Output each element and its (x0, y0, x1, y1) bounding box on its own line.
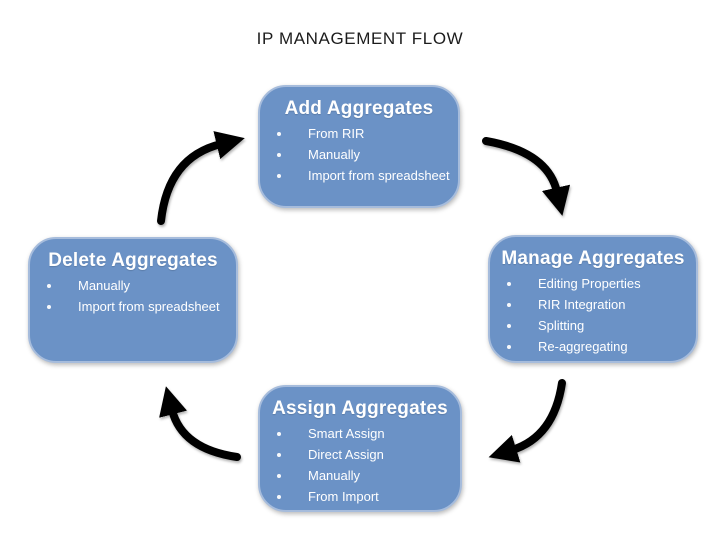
bullet-icon (507, 344, 511, 349)
bullet-icon (507, 323, 511, 328)
list-item-label: Manually (308, 468, 361, 483)
node-delete-aggregates: Delete Aggregates Manually Import from s… (28, 237, 238, 363)
list-item: Splitting (490, 319, 696, 332)
arrow-delete-to-add-icon (157, 131, 245, 225)
arrow-assign-to-delete-icon (159, 386, 241, 461)
bullet-icon (47, 304, 51, 309)
list-item-label: Re-aggregating (538, 339, 628, 354)
list-item: From Import (260, 490, 460, 503)
bullet-icon (507, 302, 511, 307)
list-item: Manually (260, 469, 460, 482)
bullet-icon (277, 152, 281, 157)
list-item: Re-aggregating (490, 340, 696, 353)
list-item: RIR Integration (490, 298, 696, 311)
arrow-manage-to-assign-icon (488, 379, 566, 463)
list-item: Editing Properties (490, 277, 696, 290)
bullet-icon (507, 281, 511, 286)
list-item: Manually (260, 148, 458, 161)
bullet-icon (277, 452, 281, 457)
list-item: Import from spreadsheet (260, 169, 458, 182)
list-item: Direct Assign (260, 448, 460, 461)
bullet-list: Manually Import from spreadsheet (30, 279, 236, 313)
list-item: Smart Assign (260, 427, 460, 440)
list-item: Manually (30, 279, 236, 292)
bullet-icon (277, 173, 281, 178)
list-item-label: From RIR (308, 126, 365, 141)
bullet-list: Smart Assign Direct Assign Manually From… (260, 427, 460, 503)
bullet-icon (277, 131, 281, 136)
list-item: Import from spreadsheet (30, 300, 236, 313)
node-title: Delete Aggregates (48, 250, 218, 271)
node-manage-aggregates: Manage Aggregates Editing Properties RIR… (488, 235, 698, 363)
arrow-add-to-manage-icon (482, 137, 571, 216)
page-title: IP MANAGEMENT FLOW (256, 29, 464, 48)
bullet-list: Editing Properties RIR Integration Split… (490, 277, 696, 353)
node-add-aggregates: Add Aggregates From RIR Manually Import … (258, 85, 460, 208)
list-item-label: Import from spreadsheet (78, 299, 220, 314)
node-title: Assign Aggregates (272, 398, 448, 419)
list-item-label: Import from spreadsheet (308, 168, 450, 183)
list-item: From RIR (260, 127, 458, 140)
node-title: Manage Aggregates (501, 248, 685, 269)
list-item-label: Manually (78, 278, 131, 293)
bullet-list: From RIR Manually Import from spreadshee… (260, 127, 458, 182)
node-assign-aggregates: Assign Aggregates Smart Assign Direct As… (258, 385, 462, 512)
list-item-label: From Import (308, 489, 379, 504)
list-item-label: Splitting (538, 318, 585, 333)
bullet-icon (47, 283, 51, 288)
list-item-label: RIR Integration (538, 297, 626, 312)
bullet-icon (277, 431, 281, 436)
list-item-label: Direct Assign (308, 447, 384, 462)
list-item-label: Manually (308, 147, 361, 162)
bullet-icon (277, 494, 281, 499)
node-title: Add Aggregates (284, 98, 434, 119)
list-item-label: Editing Properties (538, 276, 641, 291)
bullet-icon (277, 473, 281, 478)
list-item-label: Smart Assign (308, 426, 385, 441)
